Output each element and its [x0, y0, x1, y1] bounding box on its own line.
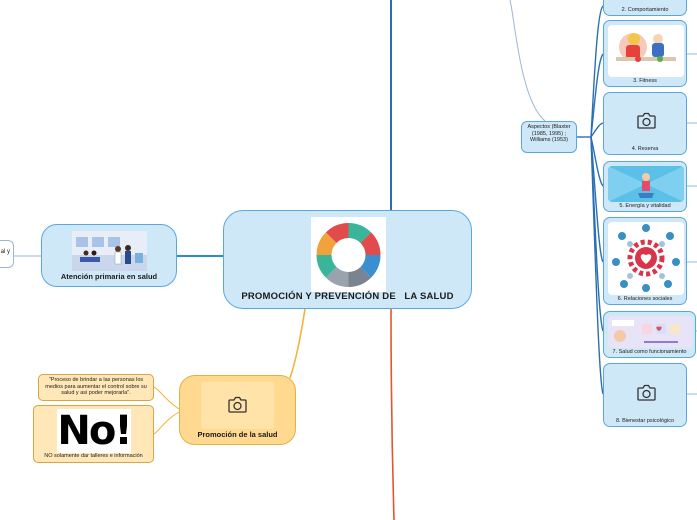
- quote-text: "Proceso de brindar a las personas los m…: [45, 377, 147, 396]
- aspect-label: 5. Energía y vitalidad: [619, 203, 671, 209]
- attention-title: Atención primaria en salud: [60, 272, 158, 281]
- aspect-label: 4. Reserva: [631, 146, 659, 152]
- clinic-illustration: [72, 231, 147, 271]
- health-functioning-illustration: [608, 316, 693, 348]
- aspect-item-relaciones[interactable]: 6. Relaciones sociales: [603, 217, 687, 305]
- aspect-label: 7. Salud como funcionamiento: [612, 349, 687, 355]
- aspect-item-reserva[interactable]: 4. Reserva: [603, 92, 687, 155]
- camera-icon: [637, 112, 656, 129]
- no-image-text: No!: [57, 408, 132, 454]
- no-node[interactable]: No! NO solamente dar talleres e informac…: [33, 405, 154, 463]
- central-topic[interactable]: PROMOCIÓN Y PREVENCIÓN DE LA SALUD: [223, 210, 472, 309]
- energy-illustration: [608, 166, 684, 202]
- cut-off-node[interactable]: al y: [0, 240, 14, 268]
- promotion-title: Promoción de la salud: [197, 430, 278, 439]
- aspect-item-fitness[interactable]: 3. Fitness: [603, 20, 687, 87]
- aspect-item-comportamiento[interactable]: 2. Comportamiento: [603, 0, 687, 16]
- social-relations-illustration: [608, 222, 684, 295]
- health-wheel-icon: [311, 217, 386, 292]
- aspect-label: 3. Fitness: [633, 78, 657, 84]
- promotion-node[interactable]: Promoción de la salud: [179, 375, 296, 445]
- fitness-illustration: [608, 25, 684, 77]
- aspects-label: Aspectos (Blaxter (1985, 1995) ; William…: [527, 124, 571, 143]
- camera-icon: [228, 396, 247, 413]
- no-image: No!: [57, 408, 133, 454]
- image-placeholder: [201, 382, 274, 429]
- aspect-label: 2. Comportamiento: [621, 7, 669, 13]
- promotion-quote[interactable]: "Proceso de brindar a las personas los m…: [38, 374, 154, 401]
- camera-icon: [637, 384, 656, 401]
- aspect-item-bienestar[interactable]: 8. Bienestar psicológico: [603, 363, 687, 427]
- aspect-item-energia[interactable]: 5. Energía y vitalidad: [603, 161, 687, 212]
- no-caption: NO solamente dar talleres e información: [44, 453, 143, 459]
- attention-node[interactable]: Atención primaria en salud: [41, 224, 177, 287]
- aspect-label: 8. Bienestar psicológico: [615, 418, 675, 424]
- aspect-label: 6. Relaciones sociales: [617, 296, 673, 302]
- aspects-node[interactable]: Aspectos (Blaxter (1985, 1995) ; William…: [521, 121, 577, 153]
- central-title: PROMOCIÓN Y PREVENCIÓN DE LA SALUD: [241, 291, 454, 302]
- cut-off-label: al y: [0, 249, 10, 255]
- aspect-item-funcionamiento[interactable]: 7. Salud como funcionamiento: [603, 311, 696, 358]
